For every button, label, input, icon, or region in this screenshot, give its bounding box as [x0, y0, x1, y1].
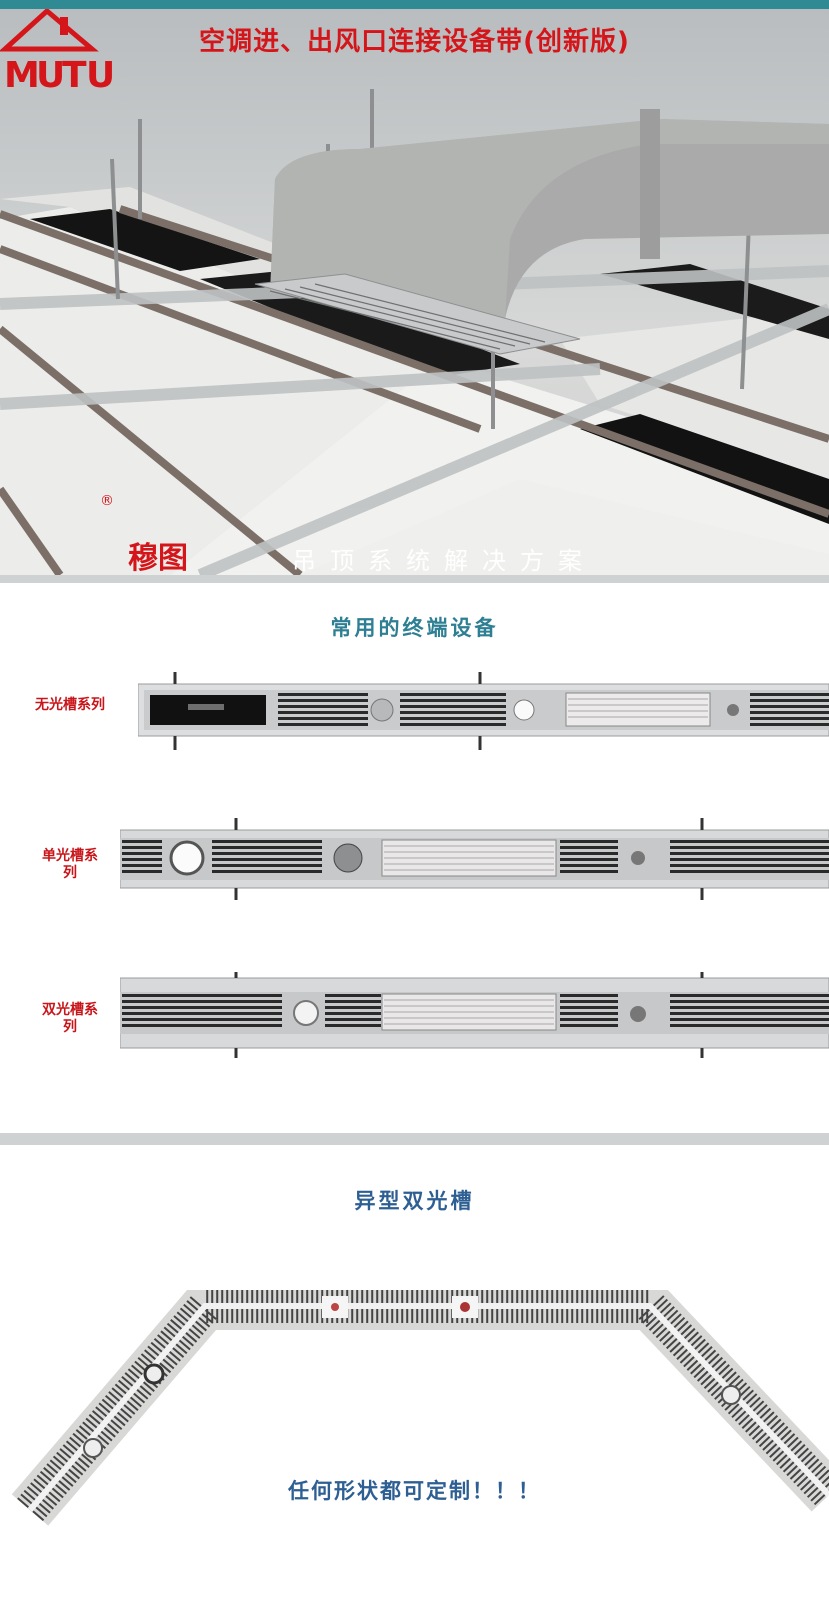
- terminal-section-title: 常用的终端设备: [330, 616, 499, 640]
- rail-single-light: [120, 818, 829, 900]
- registered-mark: ®: [100, 493, 114, 509]
- brand-name-cn: 穆图: [128, 541, 188, 575]
- rail-no-light: [138, 672, 829, 752]
- svg-text:M: M: [4, 55, 40, 96]
- top-accent-bar: [0, 0, 829, 9]
- series-label-double-light: 双光槽系列: [42, 1002, 98, 1035]
- mutu-logo: M U T U: [0, 9, 115, 96]
- rail-double-light: [120, 972, 829, 1058]
- section-divider: [0, 575, 829, 583]
- hero-render: 空调进、出风口连接设备带(创新版) M U T U ® 穆图 吊顶系统解决方案: [0, 9, 829, 575]
- hero-title: 空调进、出风口连接设备带(创新版): [199, 27, 630, 57]
- shaped-section-title: 异型双光槽: [354, 1189, 475, 1213]
- series-label-single-light: 单光槽系列: [42, 848, 98, 881]
- ceiling-render-illustration: [0, 89, 829, 575]
- customization-note: 任何形状都可定制！！！: [288, 1479, 541, 1503]
- svg-text:U: U: [86, 55, 115, 96]
- svg-text:T: T: [62, 55, 87, 96]
- shaped-rail-illustration: [11, 1290, 829, 1526]
- section-divider: [0, 1133, 829, 1145]
- svg-text:U: U: [36, 55, 65, 96]
- hero-slogan: 吊顶系统解决方案: [292, 547, 596, 575]
- series-label-no-light: 无光槽系列: [35, 697, 105, 713]
